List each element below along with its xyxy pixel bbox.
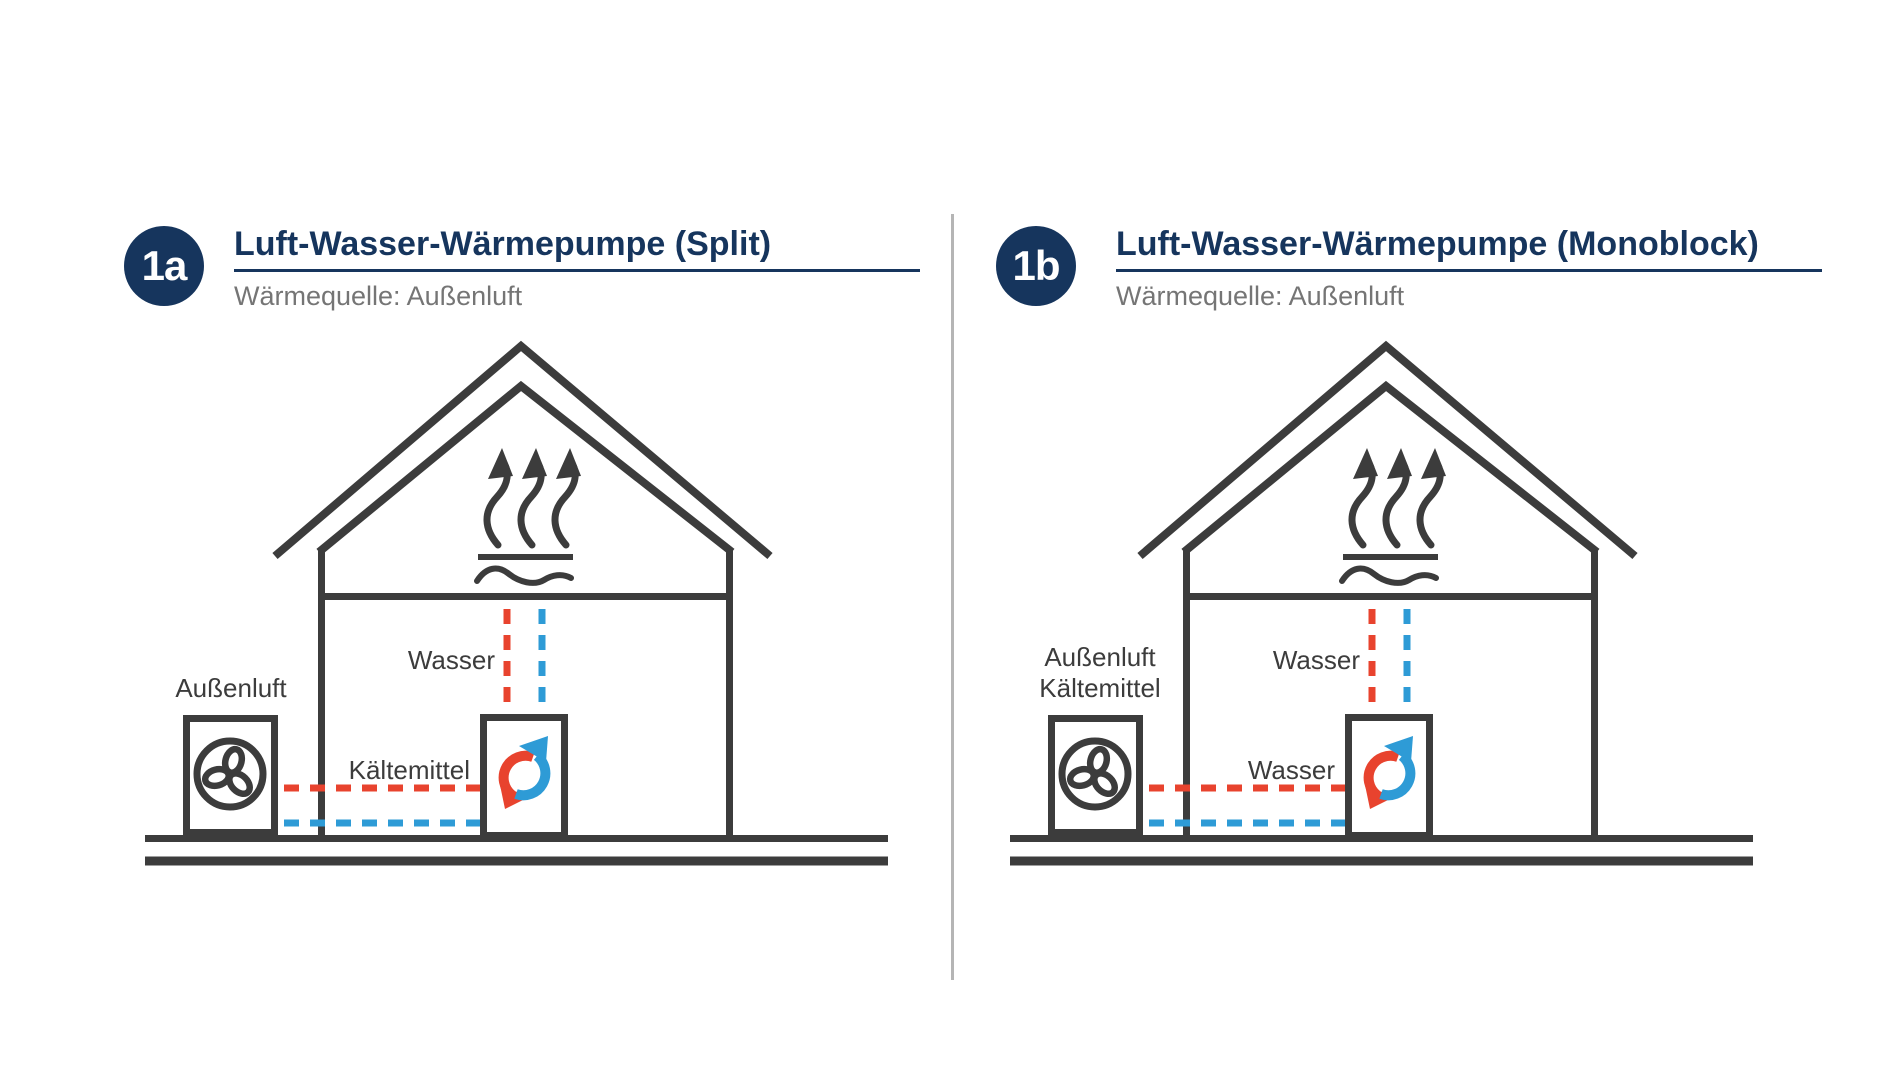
- panel-1b-header: Luft-Wasser-Wärmepumpe (Monoblock) Wärme…: [1116, 224, 1822, 311]
- outdoor-label-line2: Außenluft: [175, 673, 287, 703]
- panel-1a-header: Luft-Wasser-Wärmepumpe (Split) Wärmequel…: [234, 224, 920, 311]
- indoor-unit: [1345, 714, 1433, 839]
- vertical-pipes-label: Wasser: [1273, 645, 1360, 675]
- heat-arrows-icon: [483, 448, 581, 549]
- outdoor-label-line2: Kältemittel: [1039, 673, 1161, 703]
- panel-1b-house-diagram: Wasser Wasser: [1010, 340, 1753, 866]
- radiator-wave-icon: [474, 554, 574, 586]
- roof-inner-line: [316, 380, 735, 556]
- panel-1a-subtitle: Wärmequelle: Außenluft: [234, 281, 523, 311]
- roof-outer-line: [272, 340, 773, 560]
- roof-inner-line: [1181, 380, 1600, 556]
- horizontal-pipes-label: Wasser: [1248, 755, 1335, 785]
- roof-outer-line: [1137, 340, 1638, 560]
- panel-1b-badge: 1b: [996, 226, 1076, 306]
- badge-label: 1b: [1012, 242, 1060, 289]
- badge-label: 1a: [141, 242, 188, 289]
- panel-1a-badge: 1a: [124, 226, 204, 306]
- panel-1b-title: Luft-Wasser-Wärmepumpe (Monoblock): [1116, 224, 1822, 272]
- panel-1a-house-diagram: Wasser Kältemittel: [145, 340, 888, 866]
- fan-icon: [193, 737, 267, 811]
- panel-1a-title: Luft-Wasser-Wärmepumpe (Split): [234, 224, 920, 272]
- radiator-wave-icon: [1339, 554, 1439, 586]
- cycle-arrows-icon: [1363, 736, 1416, 809]
- heat-arrows-icon: [1348, 448, 1446, 549]
- fan-icon: [1058, 737, 1132, 811]
- vertical-pipes-label: Wasser: [408, 645, 495, 675]
- panel-1a-outdoor-unit-label: Außenluft: [141, 638, 321, 704]
- outdoor-label-line1: Außenluft: [1044, 642, 1156, 672]
- indoor-unit: [480, 714, 568, 839]
- outdoor-unit: [1048, 715, 1143, 836]
- panel-1b-subtitle: Wärmequelle: Außenluft: [1116, 281, 1405, 311]
- panel-divider: [951, 214, 954, 980]
- cycle-arrows-icon: [498, 736, 551, 809]
- outdoor-unit: [183, 715, 278, 836]
- panel-1b-outdoor-unit-label: Außenluft Kältemittel: [1010, 638, 1190, 704]
- horizontal-pipes-label: Kältemittel: [349, 755, 470, 785]
